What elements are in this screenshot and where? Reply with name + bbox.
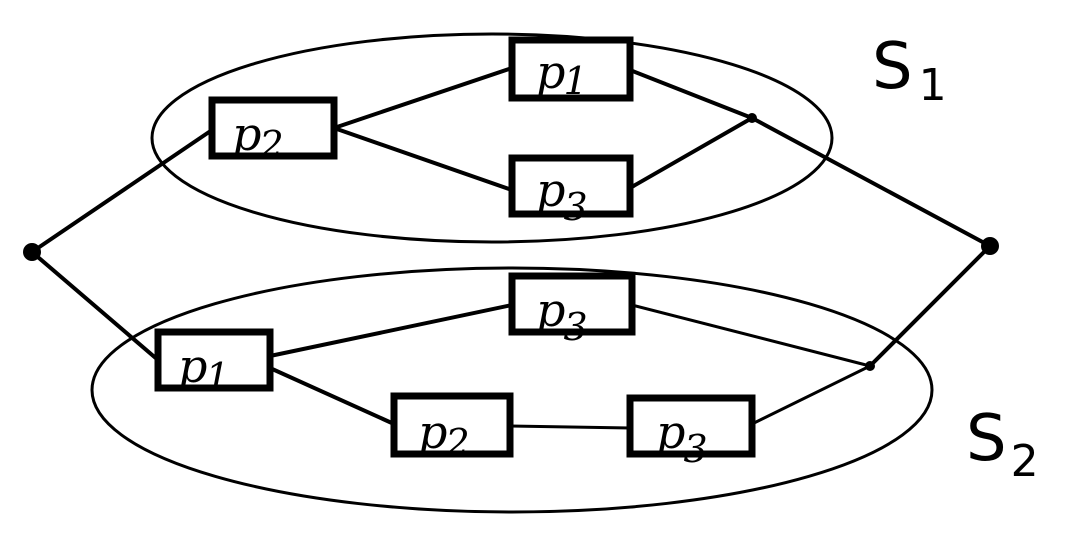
- group-s1-ellipse: [150, 32, 834, 244]
- edge-s2p1-s2p3top: [268, 303, 514, 358]
- block-label: p2: [418, 405, 470, 465]
- block-s1-p3: p3: [508, 154, 634, 229]
- edge-s1p2-s1p3: [332, 126, 514, 192]
- s1-junction-node: [747, 113, 757, 123]
- edge-source-s1p2: [30, 128, 214, 254]
- edge-s2p3top-junction: [631, 303, 871, 368]
- block-s2-p3-bottom: p3: [626, 394, 756, 471]
- block-s1-p2: p2: [208, 96, 338, 167]
- group-s2-ellipse: [90, 266, 934, 514]
- group-label-s2: S2: [966, 402, 1039, 487]
- edge-s2p1-s2p2: [268, 366, 396, 426]
- block-label: p3: [656, 405, 708, 471]
- edge-s2p2-s2p3bottom: [509, 424, 631, 430]
- block-s2-p2: p2: [390, 392, 514, 465]
- edge-junction-sink: [750, 116, 992, 248]
- edge-s1p1-junction: [628, 68, 754, 120]
- sink-node: [981, 237, 999, 255]
- block-label: p1: [536, 45, 588, 103]
- block-label: p1: [178, 339, 230, 399]
- edge-junction2-sink: [868, 244, 992, 368]
- block-s1-p1: p1: [508, 36, 634, 103]
- edge-s1p2-s1p1: [332, 66, 514, 130]
- edge-source-s2p1: [30, 250, 160, 362]
- block-s2-p3-top: p3: [508, 272, 636, 349]
- s2-junction-node: [865, 361, 875, 371]
- block-s2-p1: p1: [154, 328, 274, 399]
- edge-s1p3-junction: [628, 116, 754, 190]
- edge-s2p3bottom-junction: [751, 364, 871, 426]
- block-label: p2: [232, 107, 284, 167]
- edges: [30, 66, 992, 430]
- source-node: [23, 243, 41, 261]
- block-label: p3: [536, 163, 588, 229]
- block-label: p3: [536, 283, 588, 349]
